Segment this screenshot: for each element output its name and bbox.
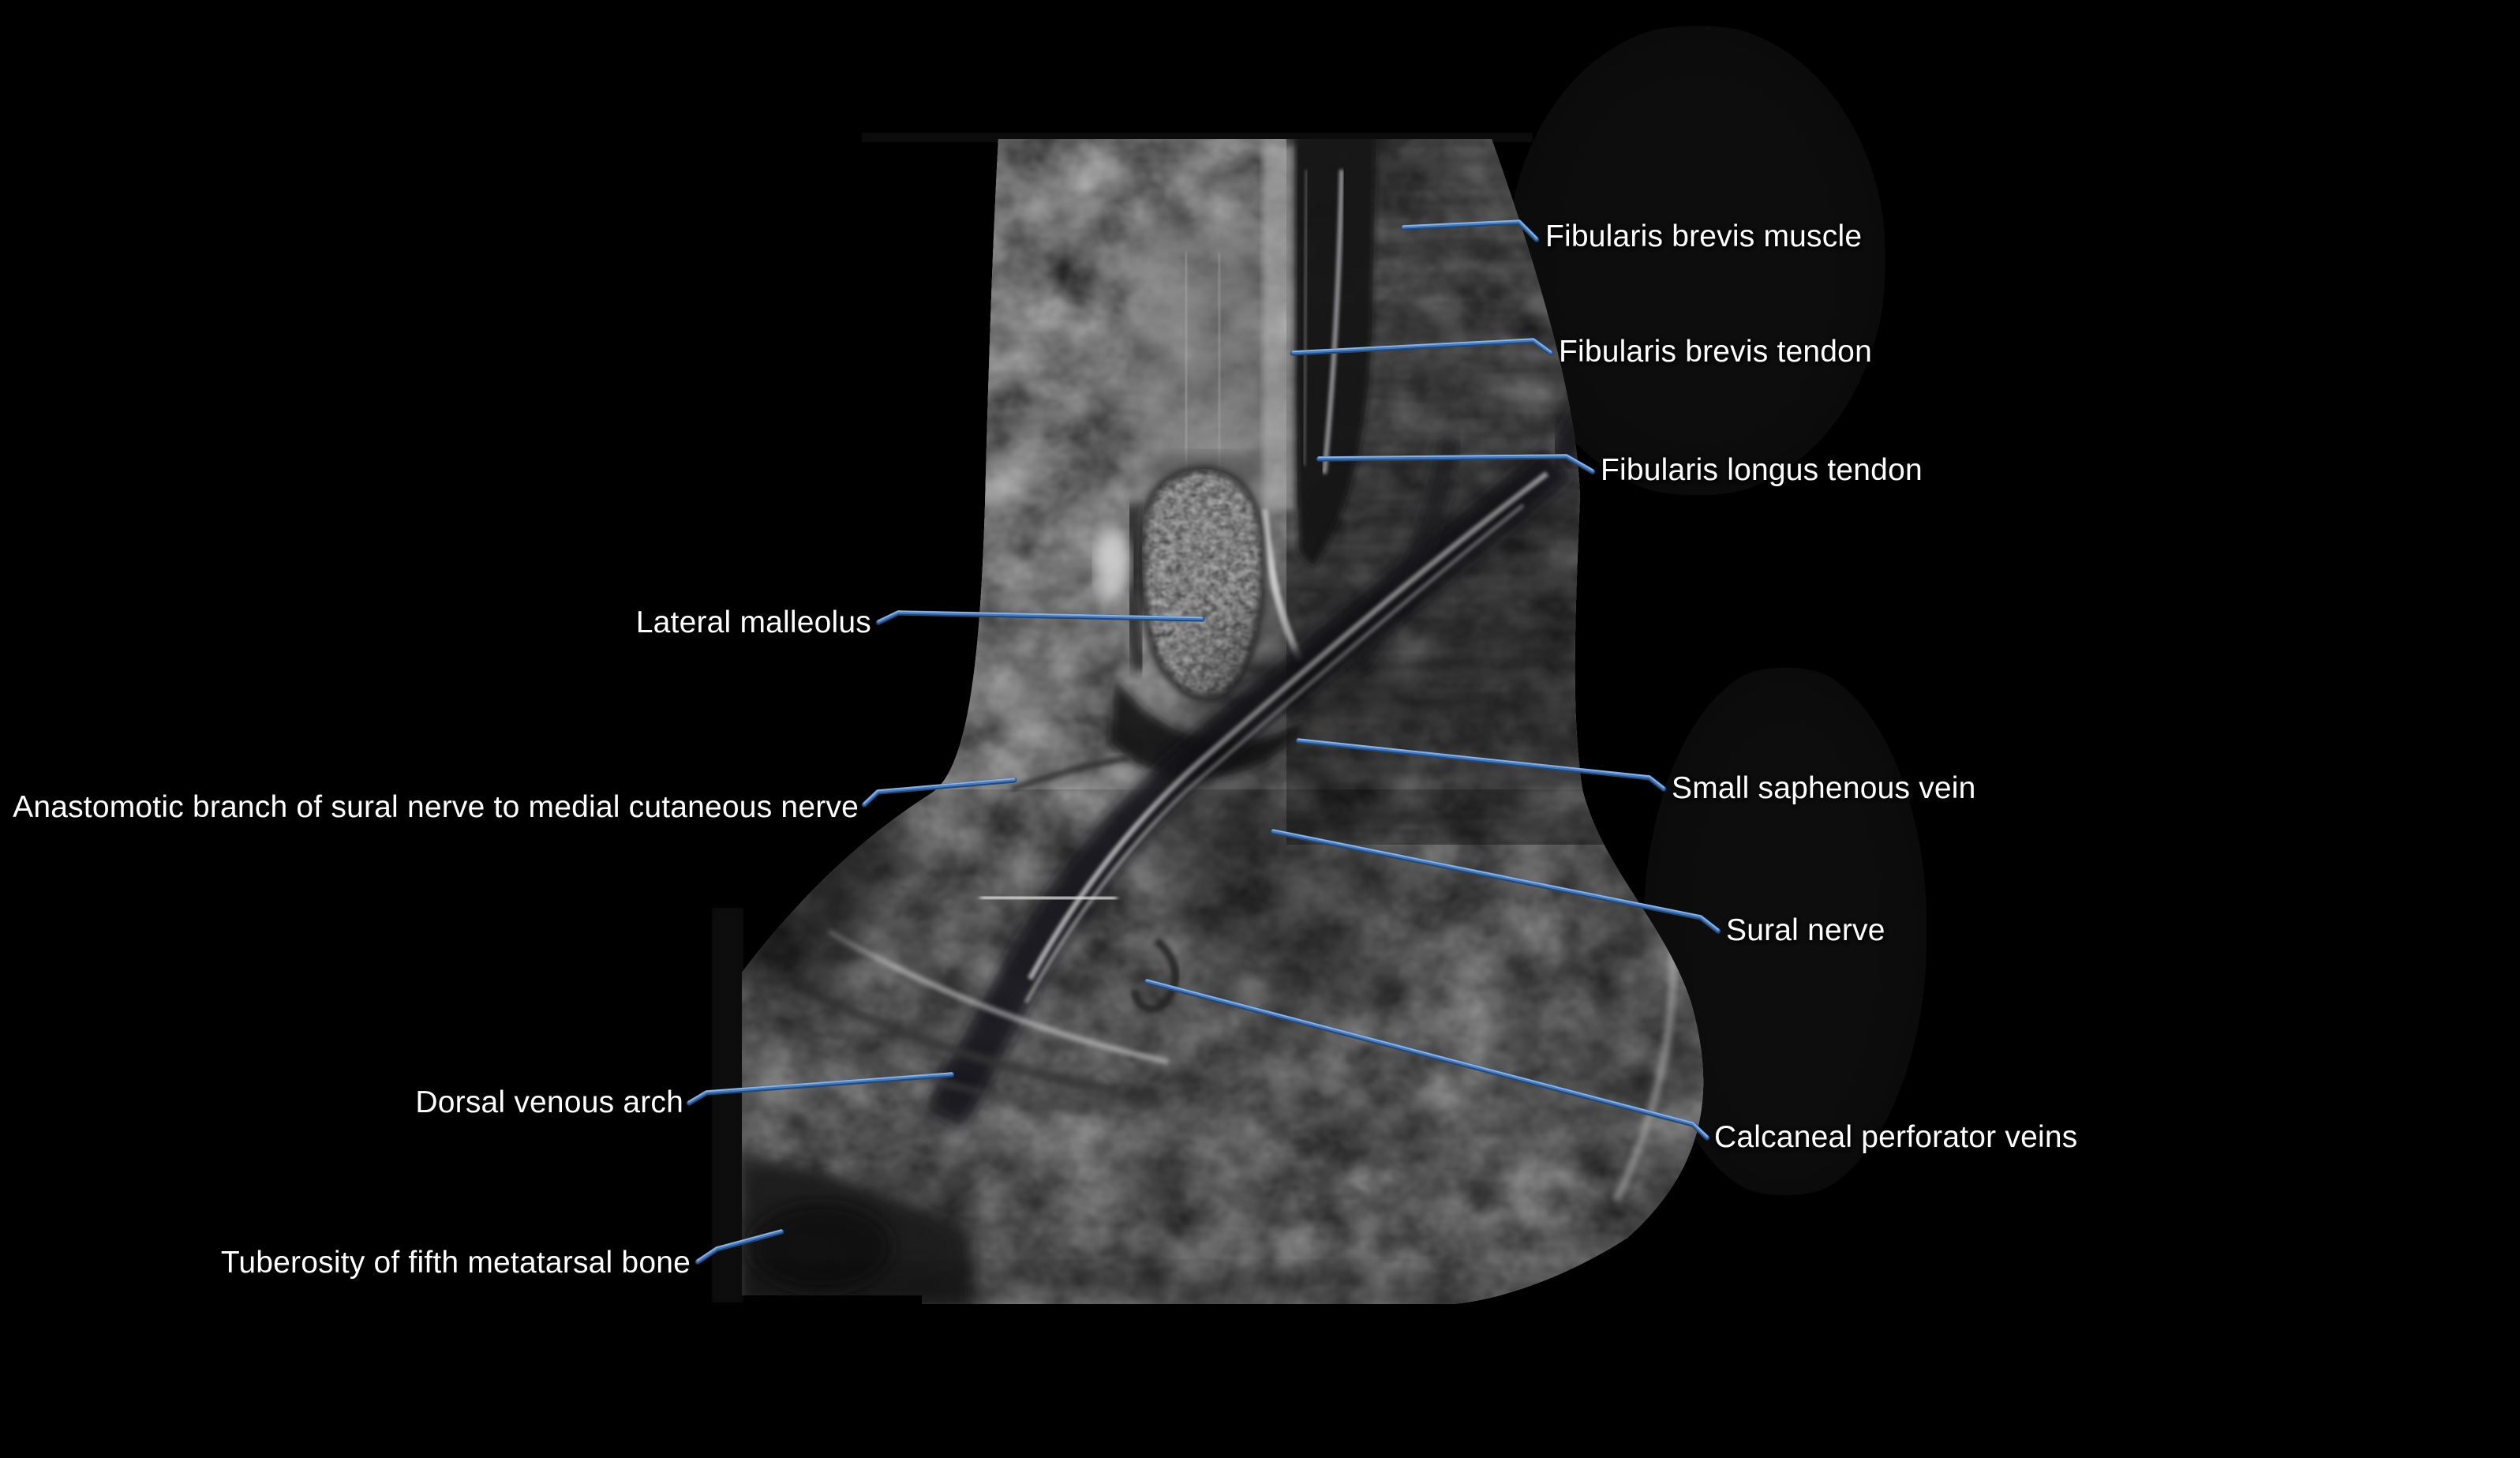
scan-field-vignette	[712, 24, 1927, 1302]
leader-lines	[686, 219, 1721, 1265]
leader-line-calcaneal-perforator-veins	[1146, 979, 1708, 1138]
leader-line-small-saphenous-vein	[1297, 738, 1664, 789]
leader-line-sural-nerve	[1272, 829, 1719, 931]
leader-line-dorsal-venous-arch	[687, 1072, 954, 1104]
label-dorsal-venous-arch: Dorsal venous arch	[415, 1085, 683, 1120]
label-tuberosity-fifth-metatarsal: Tuberosity of fifth metatarsal bone	[220, 1246, 691, 1280]
leader-line-lateral-malleolus	[876, 610, 1204, 624]
lateral-malleolus-structure	[1122, 453, 1310, 726]
label-sural-nerve: Sural nerve	[1726, 913, 1885, 948]
label-small-saphenous-vein: Small saphenous vein	[1672, 771, 1976, 806]
leader-line-anastomotic-branch	[863, 778, 1015, 804]
leader-line-dorsal-venous-arch	[688, 1072, 953, 1103]
label-fibularis-brevis-tendon: Fibularis brevis tendon	[1559, 335, 1872, 369]
leader-line-lateral-malleolus	[878, 610, 1203, 622]
label-fibularis-longus-tendon: Fibularis longus tendon	[1601, 453, 1923, 488]
leader-line-tuberosity-fifth-metatarsal	[697, 1229, 782, 1261]
label-lateral-malleolus: Lateral malleolus	[635, 605, 871, 640]
leader-line-fibularis-brevis-tendon	[1292, 338, 1552, 353]
leader-line-fibularis-brevis-muscle	[1402, 219, 1537, 239]
leader-line-fibularis-longus-tendon	[1318, 454, 1593, 471]
leader-line-fibularis-longus-tendon	[1316, 454, 1595, 473]
label-fibularis-brevis-muscle: Fibularis brevis muscle	[1545, 219, 1863, 254]
label-calcaneal-perforator-veins: Calcaneal perforator veins	[1714, 1120, 2078, 1155]
leader-line-tuberosity-fifth-metatarsal	[695, 1229, 784, 1263]
label-anastomotic-branch: Anastomotic branch of sural nerve to med…	[13, 790, 859, 825]
